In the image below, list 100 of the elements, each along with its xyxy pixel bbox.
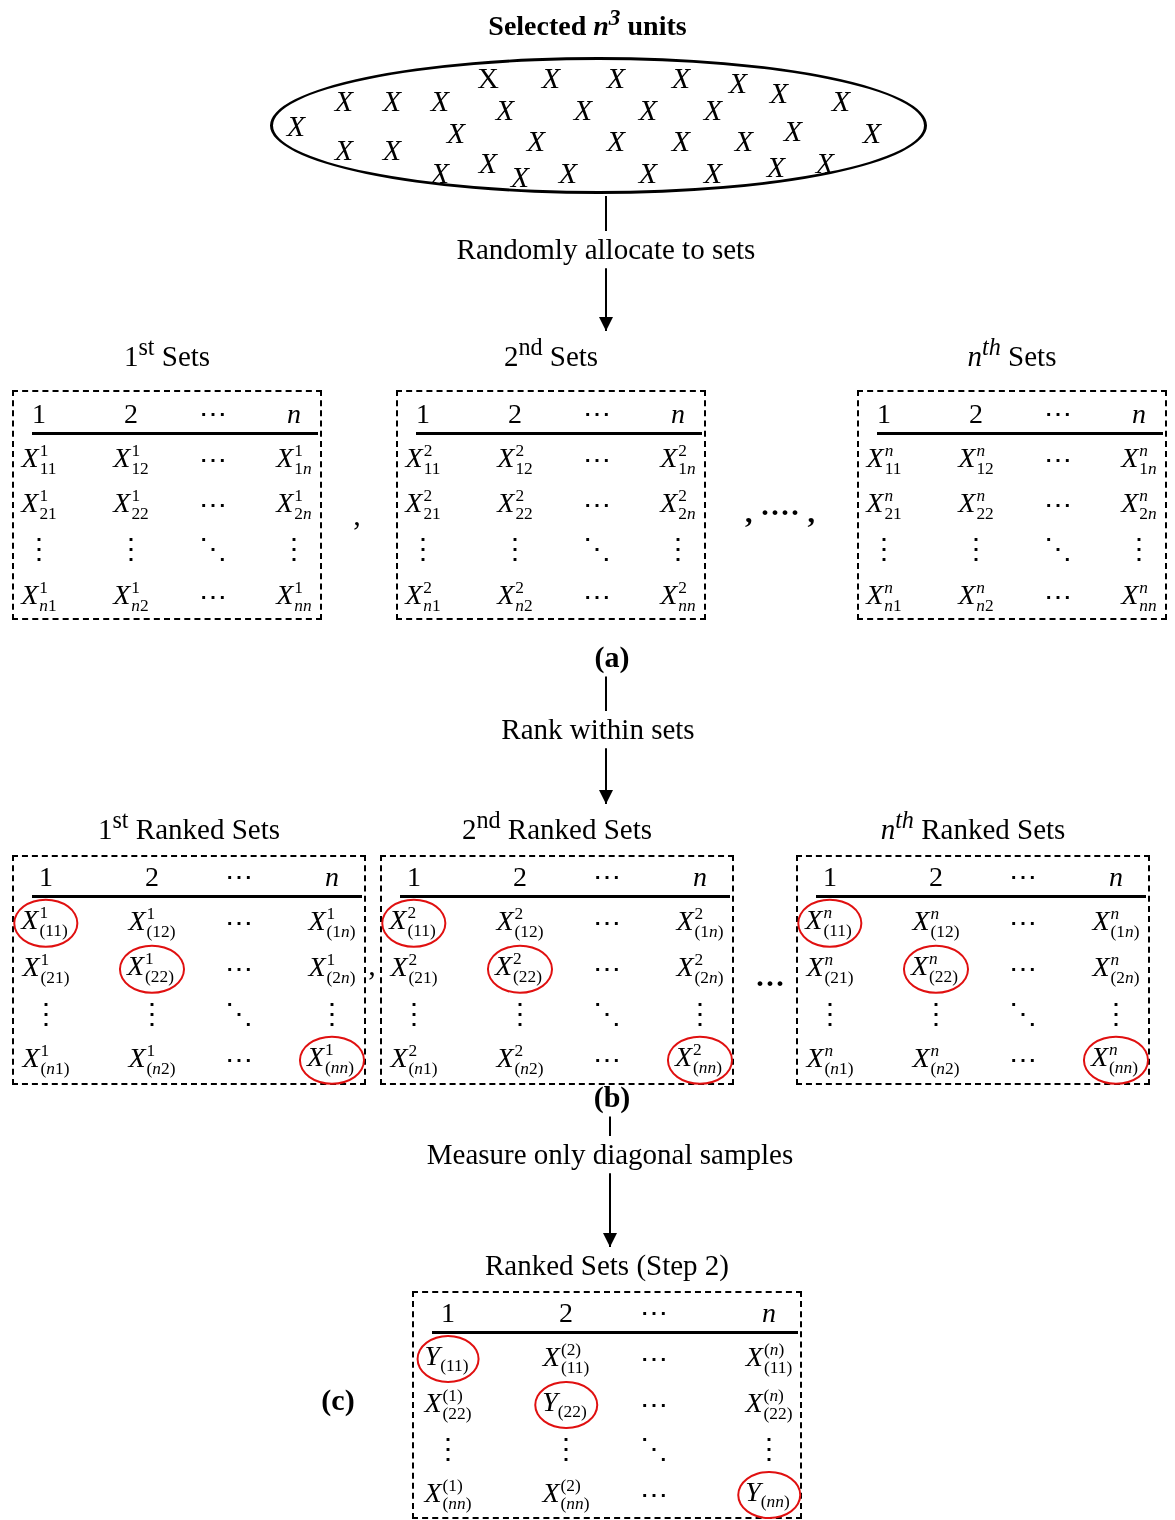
table-cell: ⋱ [1044, 532, 1072, 566]
table-cell: ⋮ [501, 532, 529, 566]
table-cell: ⋯ [583, 443, 611, 477]
separator-mark: , [353, 497, 361, 533]
unit-label: X [671, 123, 691, 159]
table-cell: 2 [124, 397, 138, 431]
table-cell: n [762, 1296, 776, 1330]
table-cell: ⋯ [583, 488, 611, 522]
table-heading: Ranked Sets (Step 2) [483, 1249, 731, 1283]
table-cell: ⋯ [199, 488, 227, 522]
ellipse [270, 57, 927, 194]
table-cell: 1 [407, 860, 421, 894]
table-cell: ⋮ [1125, 532, 1153, 566]
table-cell: ⋯ [1009, 952, 1037, 986]
table-cell: 1 [416, 397, 430, 431]
table-cell: ⋯ [1044, 443, 1072, 477]
unit-label: X [638, 155, 658, 191]
table-cell: ⋮ [409, 532, 437, 566]
table-cell: ⋯ [593, 860, 621, 894]
unit-label: X [703, 155, 723, 191]
ellipsis-mark: , ···· , [745, 494, 815, 530]
unit-label: X [606, 123, 626, 159]
table-heading: n$^{th}$ Sets [966, 333, 1058, 373]
panel-label: (a) [594, 640, 630, 675]
unit-label: X [734, 123, 754, 159]
table-cell: ⋯ [1044, 488, 1072, 522]
table-cell: 2 [145, 860, 159, 894]
circled-cell: Y$_{(22)}$ [534, 1381, 598, 1429]
unit-label: X [430, 155, 450, 191]
table-cell: ⋮ [962, 532, 990, 566]
table-heading: 1$^{st}$ Ranked Sets [96, 806, 282, 846]
table-cell: ⋮ [922, 997, 950, 1031]
table-heading: 2$^{nd}$ Ranked Sets [460, 806, 654, 846]
unit-label: X [831, 83, 851, 119]
table-cell: ⋯ [1044, 580, 1072, 614]
connector-line [605, 675, 607, 712]
unit-label: X [573, 92, 593, 128]
table-cell: n [287, 397, 301, 431]
step-label: Rank within sets [501, 713, 695, 747]
unit-label: X [862, 115, 882, 151]
table-cell: 1 [823, 860, 837, 894]
table-cell: ⋯ [199, 580, 227, 614]
table-cell: ⋮ [506, 997, 534, 1031]
panel-label: (b) [593, 1080, 631, 1115]
table-heading: n$^{th}$ Ranked Sets [879, 806, 1067, 846]
table-cell: 1 [32, 397, 46, 431]
table-cell: ⋱ [593, 997, 621, 1031]
table-cell: ⋮ [117, 532, 145, 566]
table-cell: ⋱ [225, 997, 253, 1031]
table-cell: 1 [441, 1296, 455, 1330]
table-cell: ⋯ [640, 1342, 668, 1376]
table-cell: ⋯ [640, 1478, 668, 1512]
circled-cell: Y$_{(11)}$ [416, 1335, 480, 1383]
table-cell: ⋯ [225, 952, 253, 986]
panel-label: (c) [321, 1382, 355, 1418]
table-cell: ⋯ [199, 397, 227, 431]
table-cell: ⋯ [593, 906, 621, 940]
unit-label: X [769, 75, 789, 111]
ellipsis-mark: ··· [755, 965, 785, 1001]
unit-label: X [510, 159, 530, 195]
table-cell: ⋮ [816, 997, 844, 1031]
table-cell: ⋯ [1044, 397, 1072, 431]
table-cell: ⋱ [199, 532, 227, 566]
table-cell: ⋮ [138, 997, 166, 1031]
table-cell: ⋯ [1009, 860, 1037, 894]
table-cell: ⋮ [664, 532, 692, 566]
table-cell: ⋯ [1009, 906, 1037, 940]
table-cell: 2 [508, 397, 522, 431]
table-cell: n [1132, 397, 1146, 431]
step-label: Measure only diagonal samples [426, 1138, 794, 1172]
arrow [599, 747, 613, 805]
table-cell: ⋯ [583, 580, 611, 614]
table-cell: n [325, 860, 339, 894]
table-cell: n [671, 397, 685, 431]
unit-label: X [606, 60, 626, 96]
table-cell: ⋱ [1009, 997, 1037, 1031]
unit-label: X [638, 92, 658, 128]
table-cell: ⋮ [400, 997, 428, 1031]
table-cell: ⋮ [25, 532, 53, 566]
unit-label: X [526, 123, 546, 159]
unit-label: X [783, 113, 803, 149]
unit-label: X [815, 145, 835, 181]
step-label: Randomly allocate to sets [456, 233, 756, 267]
table-cell: n [1109, 860, 1123, 894]
table-cell: ⋯ [593, 1043, 621, 1077]
table-cell: ⋮ [686, 997, 714, 1031]
table-cell: ⋱ [583, 532, 611, 566]
unit-label: X [334, 132, 354, 168]
unit-label: X [728, 65, 748, 101]
table-cell: ⋯ [640, 1296, 668, 1330]
table-cell: ⋮ [870, 532, 898, 566]
unit-label: X [382, 83, 402, 119]
arrow [603, 1172, 617, 1248]
arrow [599, 267, 613, 332]
table-cell: ⋯ [225, 906, 253, 940]
connector-line [605, 195, 607, 232]
table-cell: ⋯ [583, 397, 611, 431]
unit-label: X [541, 60, 561, 96]
table-cell: ⋯ [640, 1388, 668, 1422]
table-cell: ⋮ [280, 532, 308, 566]
